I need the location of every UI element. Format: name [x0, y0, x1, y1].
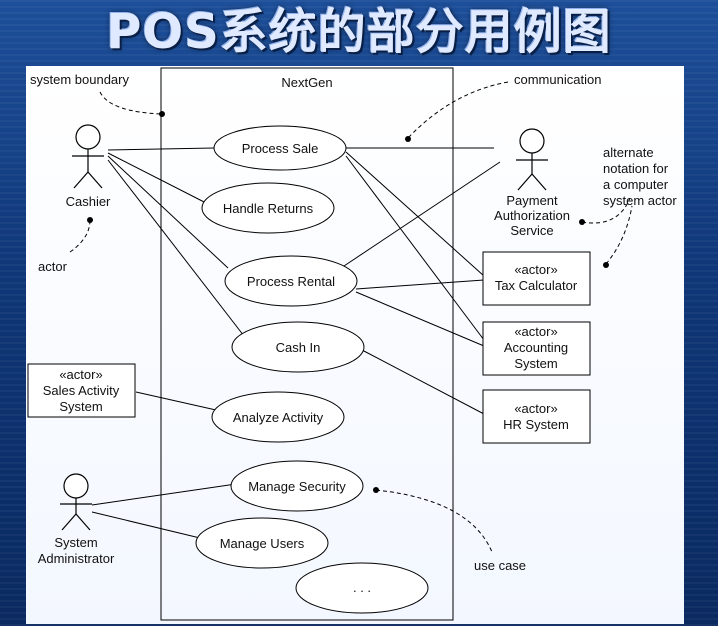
- cashier-label: Cashier: [66, 194, 111, 209]
- pointer-system-boundary: [99, 91, 163, 115]
- hr-stereotype: «actor»: [514, 401, 557, 416]
- line-sales-analyze: [135, 391, 217, 411]
- sales-label-1: Sales Activity: [43, 383, 120, 398]
- accounting-label-1: Accounting: [504, 340, 568, 355]
- pointer-actor: [69, 219, 91, 253]
- dot-communication: [405, 136, 411, 142]
- process-sale-label: Process Sale: [242, 141, 319, 156]
- accounting-system-box: «actor» Accounting System: [482, 321, 591, 376]
- sales-label-2: System: [59, 399, 102, 414]
- slide-title: POS系统的部分用例图: [106, 4, 612, 60]
- analyze-activity-ellipse: [211, 391, 345, 443]
- line-process-rental-tax: [355, 279, 485, 290]
- sales-activity-box: «actor» Sales Activity System: [27, 363, 136, 418]
- line-process-sale-accounting: [345, 155, 485, 341]
- manage-users-ellipse: [195, 517, 329, 569]
- analyze-activity-label: Analyze Activity: [233, 410, 324, 425]
- annotation-communication: communication: [514, 72, 601, 87]
- line-process-sale-tax: [345, 151, 485, 277]
- cashier-actor-icon: [72, 124, 104, 189]
- pointer-use-case: [375, 489, 493, 553]
- tax-label: Tax Calculator: [495, 278, 578, 293]
- handle-returns-label: Handle Returns: [223, 201, 314, 216]
- sysadmin-label-1: System: [54, 535, 97, 550]
- cash-in-ellipse: [231, 321, 365, 373]
- sysadmin-actor-icon: [60, 473, 92, 531]
- line-cashier-cash-in: [107, 159, 245, 337]
- annotation-alternate-1: alternate: [603, 145, 654, 160]
- payment-label-2: Authorization: [494, 208, 570, 223]
- hr-label: HR System: [503, 417, 569, 432]
- line-cash-in-hr: [361, 349, 485, 415]
- payment-label-3: Service: [510, 223, 553, 238]
- dot-alternate-box: [603, 262, 609, 268]
- system-boundary-box: [160, 67, 454, 621]
- dot-alternate-payment: [579, 219, 585, 225]
- use-case-ellipses: [195, 125, 429, 614]
- pointer-alternate-payment: [581, 197, 631, 224]
- line-cashier-process-sale: [107, 147, 215, 151]
- annotation-system-boundary: system boundary: [30, 72, 129, 87]
- line-cashier-handle-returns: [107, 152, 211, 206]
- association-lines: [91, 147, 501, 539]
- handle-returns-ellipse: [201, 182, 335, 234]
- dot-system-boundary: [159, 111, 165, 117]
- annotation-alternate-3: a computer: [603, 177, 669, 192]
- payment-label-1: Payment: [506, 193, 558, 208]
- tax-stereotype: «actor»: [514, 262, 557, 277]
- system-name: NextGen: [281, 75, 332, 90]
- line-admin-users: [91, 511, 201, 539]
- annotation-dots: [87, 111, 609, 493]
- hr-system-box: «actor» HR System: [482, 389, 591, 444]
- more-ellipse: [295, 562, 429, 614]
- dot-use-case: [373, 487, 379, 493]
- more-label: . . .: [353, 580, 371, 595]
- manage-security-label: Manage Security: [248, 479, 346, 494]
- payment-actor-icon: [516, 128, 548, 191]
- pointer-alternate-box: [605, 205, 633, 265]
- line-process-rental-payment: [343, 161, 501, 267]
- process-rental-label: Process Rental: [247, 274, 335, 289]
- pointer-communication: [407, 81, 509, 139]
- manage-security-ellipse: [230, 460, 364, 512]
- annotation-alternate-2: notation for: [603, 161, 669, 176]
- line-admin-security: [91, 483, 237, 506]
- sales-stereotype: «actor»: [59, 367, 102, 382]
- process-sale-ellipse: [213, 125, 347, 171]
- accounting-label-2: System: [514, 356, 557, 371]
- annotation-use-case: use case: [474, 558, 526, 573]
- accounting-stereotype: «actor»: [514, 324, 557, 339]
- dot-actor: [87, 217, 93, 223]
- cash-in-label: Cash In: [276, 340, 321, 355]
- annotation-actor: actor: [38, 259, 68, 274]
- manage-users-label: Manage Users: [220, 536, 305, 551]
- tax-calculator-box: «actor» Tax Calculator: [482, 251, 591, 306]
- process-rental-ellipse: [224, 255, 358, 307]
- sysadmin-label-2: Administrator: [38, 551, 115, 566]
- line-cashier-process-rental: [107, 155, 229, 269]
- annotation-alternate-4: system actor: [603, 193, 677, 208]
- line-process-rental-accounting: [355, 291, 485, 347]
